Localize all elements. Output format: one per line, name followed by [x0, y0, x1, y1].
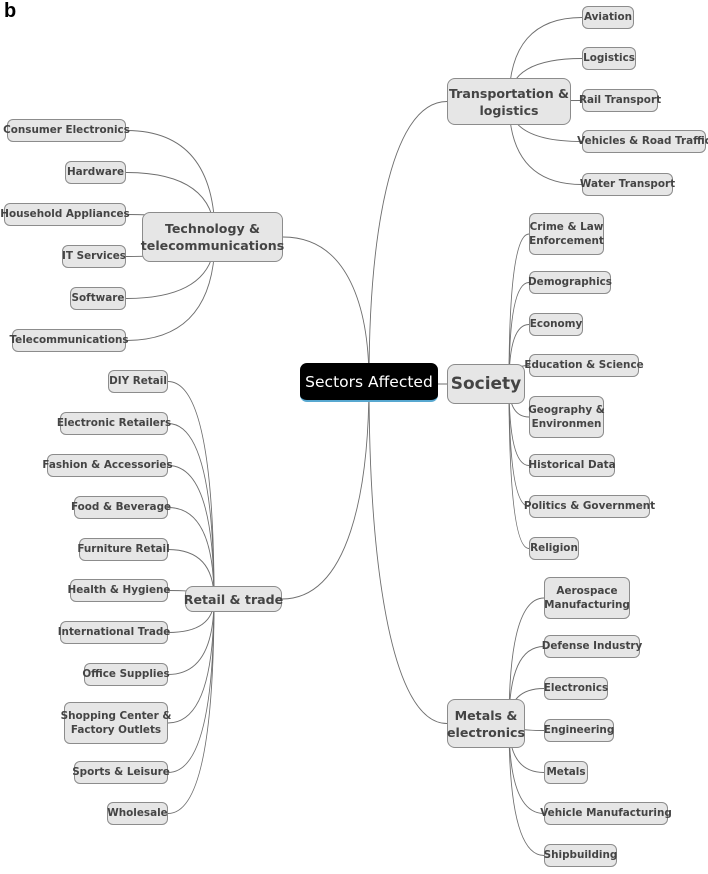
leaf-software[interactable]: Software	[70, 287, 126, 310]
link-retail-and-trade	[281, 381, 370, 600]
leaf-furniture-retail[interactable]: Furniture Retail	[77, 538, 170, 561]
link-technology-and-telecommunications	[282, 236, 370, 383]
leaf-diy-retail[interactable]: DIY Retail	[108, 370, 168, 393]
leaf-electronic-retailers[interactable]: Electronic Retailers	[57, 412, 171, 435]
leaf-rail-transport[interactable]: Rail Transport	[579, 89, 661, 112]
leaf-logistics[interactable]: Logistics	[582, 47, 636, 70]
leaf-food-and-beverage[interactable]: Food & Beverage	[71, 496, 171, 519]
branch-technology-and-telecommunications[interactable]: Technology &telecommunications	[141, 212, 284, 262]
branch-transportation-and-logistics[interactable]: Transportation &logistics	[447, 78, 571, 125]
leaf-defense-industry[interactable]: Defense Industry	[542, 635, 642, 658]
leaf-aviation[interactable]: Aviation	[582, 6, 634, 29]
branch-retail-and-trade[interactable]: Retail & trade	[184, 586, 283, 612]
link-electronic-retailers	[167, 423, 215, 600]
link-aerospace-manufacturing	[508, 597, 545, 724]
leaf-it-services[interactable]: IT Services	[62, 245, 126, 268]
link-transportation-and-logistics	[368, 101, 448, 383]
link-shipbuilding	[508, 723, 545, 856]
leaf-water-transport[interactable]: Water Transport	[580, 173, 675, 196]
leaf-religion[interactable]: Religion	[529, 537, 579, 560]
leaf-vehicles-and-road-traffic[interactable]: Vehicles & Road Traffic	[577, 130, 708, 153]
link-demographics	[508, 282, 530, 385]
leaf-historical-data[interactable]: Historical Data	[528, 454, 616, 477]
link-sports-and-leisure	[167, 598, 215, 773]
leaf-electronics[interactable]: Electronics	[544, 677, 608, 700]
leaf-hardware[interactable]: Hardware	[65, 161, 126, 184]
leaf-education-and-science[interactable]: Education & Science	[524, 354, 644, 377]
leaf-economy[interactable]: Economy	[529, 313, 583, 336]
leaf-vehicle-manufacturing[interactable]: Vehicle Manufacturing	[540, 802, 672, 825]
branch-metals-and-electronics[interactable]: Metals &electronics	[447, 699, 525, 748]
branch-society[interactable]: Society	[447, 364, 525, 404]
leaf-office-supplies[interactable]: Office Supplies	[82, 663, 170, 686]
leaf-international-trade[interactable]: International Trade	[58, 621, 170, 644]
leaf-geography-and-environmen[interactable]: Geography &Environmen	[528, 396, 605, 438]
leaf-metals[interactable]: Metals	[544, 761, 588, 784]
leaf-demographics[interactable]: Demographics	[528, 271, 612, 294]
leaf-politics-and-government[interactable]: Politics & Government	[524, 495, 655, 518]
link-food-and-beverage	[167, 507, 215, 600]
central-node[interactable]: Sectors Affected	[300, 363, 438, 402]
link-fashion-and-accessories	[167, 465, 215, 600]
leaf-consumer-electronics[interactable]: Consumer Electronics	[3, 119, 130, 142]
leaf-health-and-hygiene[interactable]: Health & Hygiene	[68, 579, 170, 602]
leaf-shipbuilding[interactable]: Shipbuilding	[544, 844, 617, 867]
link-metals-and-electronics	[368, 381, 448, 724]
link-wholesale	[167, 598, 215, 814]
leaf-engineering[interactable]: Engineering	[544, 719, 614, 742]
link-religion	[508, 383, 530, 549]
leaf-wholesale[interactable]: Wholesale	[107, 802, 168, 825]
leaf-telecommunications[interactable]: Telecommunications	[9, 329, 129, 352]
leaf-sports-and-leisure[interactable]: Sports & Leisure	[72, 761, 170, 784]
leaf-household-appliances[interactable]: Household Appliances	[0, 203, 130, 226]
panel-label: b	[4, 0, 17, 22]
link-shopping-center-and-factory-outlets	[167, 598, 215, 724]
leaf-fashion-and-accessories[interactable]: Fashion & Accessories	[42, 454, 173, 477]
leaf-shopping-center-and-factory-outlets[interactable]: Shopping Center &Factory Outlets	[61, 702, 171, 744]
